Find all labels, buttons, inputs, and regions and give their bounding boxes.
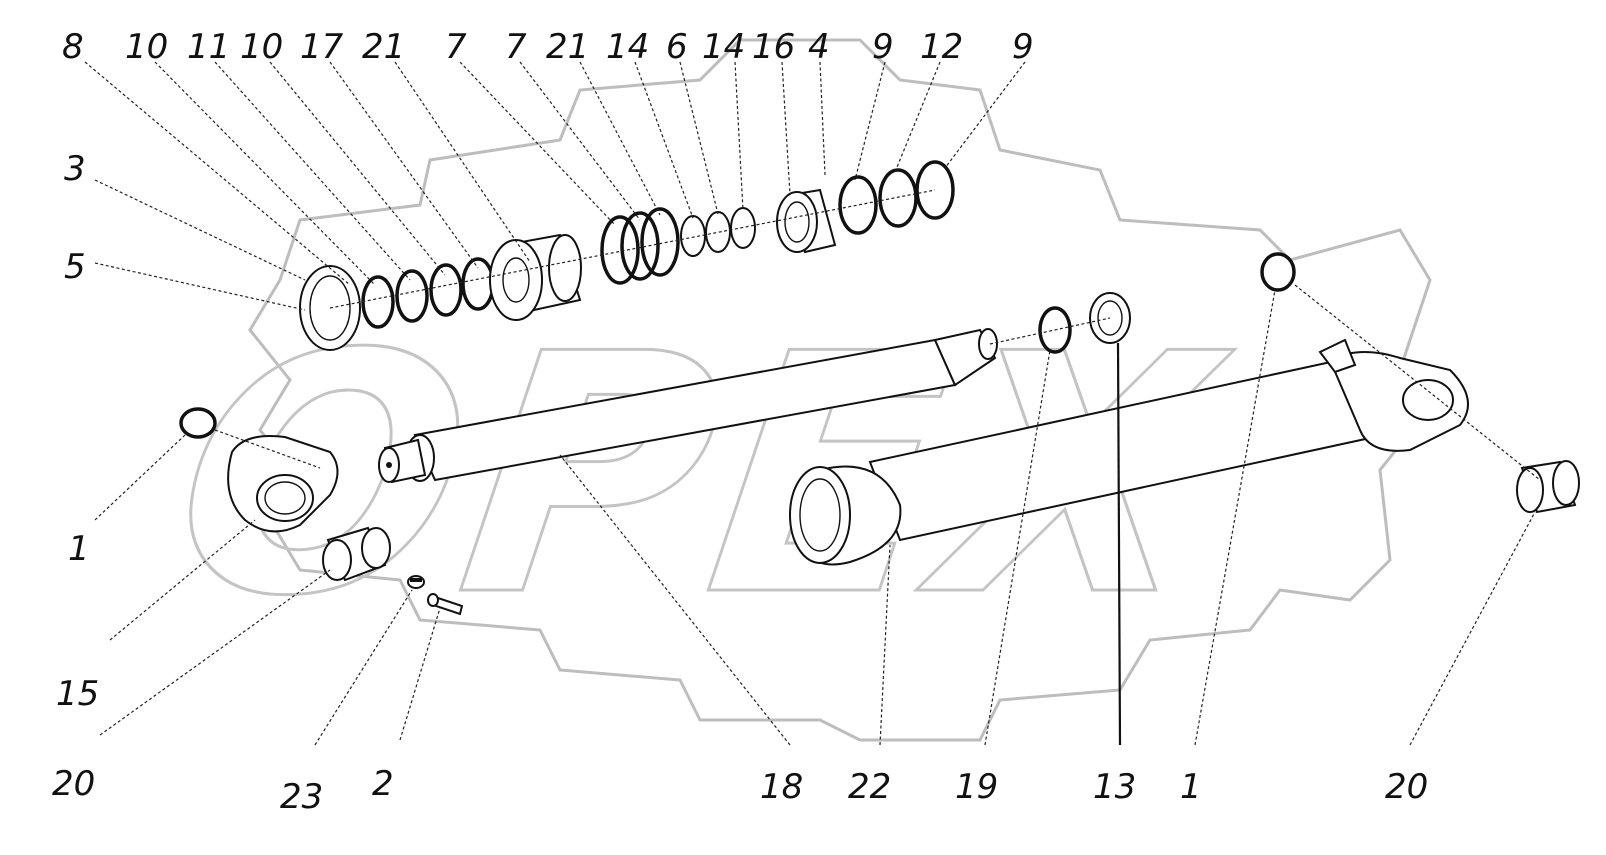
piston-ring-7b xyxy=(620,211,660,281)
callout-10: 10 xyxy=(240,27,283,67)
piston-rod-18 xyxy=(378,328,998,484)
ring-14b xyxy=(730,207,756,249)
assembly-axis-upper xyxy=(329,189,936,309)
bolt-2 xyxy=(427,593,464,616)
callout-2: 2 xyxy=(372,764,394,804)
callout-12: 12 xyxy=(920,27,963,67)
callout-9: 9 xyxy=(1012,27,1034,67)
callout-6: 6 xyxy=(666,27,688,67)
callout-19: 19 xyxy=(955,767,998,807)
callout-13: 13 xyxy=(1093,767,1136,807)
callout-10: 10 xyxy=(125,27,168,67)
callout-11: 11 xyxy=(187,27,230,67)
ring-14a xyxy=(680,215,706,257)
callout-18: 18 xyxy=(760,767,803,807)
callout-14: 14 xyxy=(606,27,649,67)
callout-20: 20 xyxy=(52,764,95,804)
callout-23: 23 xyxy=(280,777,323,817)
callout-3: 3 xyxy=(64,149,86,189)
callout-1: 1 xyxy=(1180,767,1202,807)
assembly-axis-rod xyxy=(989,317,1111,345)
piston-ring-21 xyxy=(640,207,680,277)
assembly-axis-left xyxy=(214,429,321,469)
cylinder-barrel-22 xyxy=(789,338,1469,566)
o-ring-9a xyxy=(838,175,878,235)
assembly-axis-right xyxy=(1294,284,1541,481)
callout-7: 7 xyxy=(505,27,527,67)
fitting-23 xyxy=(407,575,425,589)
callout-17: 17 xyxy=(300,27,344,67)
callout-5: 5 xyxy=(64,247,86,287)
callout-8: 8 xyxy=(62,27,84,67)
callout-22: 22 xyxy=(848,767,891,807)
bushing-20-right xyxy=(1516,460,1580,514)
callout-21: 21 xyxy=(362,27,405,67)
backup-ring-12 xyxy=(878,168,918,228)
callout-labels: 8 10 11 10 17 21 7 7 21 14 6 14 16 4 9 1… xyxy=(52,27,1428,817)
rod-eye-15 xyxy=(227,435,339,533)
seal-ring-10a xyxy=(395,269,429,323)
ring-6 xyxy=(705,211,731,253)
watermark-gear-outline xyxy=(248,38,1432,742)
o-ring-9b xyxy=(915,160,955,220)
seal-ring-17 xyxy=(429,263,463,317)
gland-16 xyxy=(776,188,837,254)
callout-15: 15 xyxy=(56,674,99,714)
o-ring-1-right xyxy=(1260,252,1296,292)
callout-4: 4 xyxy=(808,27,830,67)
rod-seal-19 xyxy=(1038,306,1072,354)
o-ring-1-left xyxy=(179,407,217,439)
callout-1: 1 xyxy=(68,529,90,569)
leader-lines xyxy=(84,61,1536,746)
callout-16: 16 xyxy=(752,27,795,67)
callout-9: 9 xyxy=(872,27,894,67)
callout-14: 14 xyxy=(702,27,745,67)
callout-7: 7 xyxy=(445,27,467,67)
callout-21: 21 xyxy=(546,27,589,67)
piston-ring-7a xyxy=(600,215,640,285)
callout-20: 20 xyxy=(1385,767,1428,807)
bushing-20-left xyxy=(322,526,391,582)
